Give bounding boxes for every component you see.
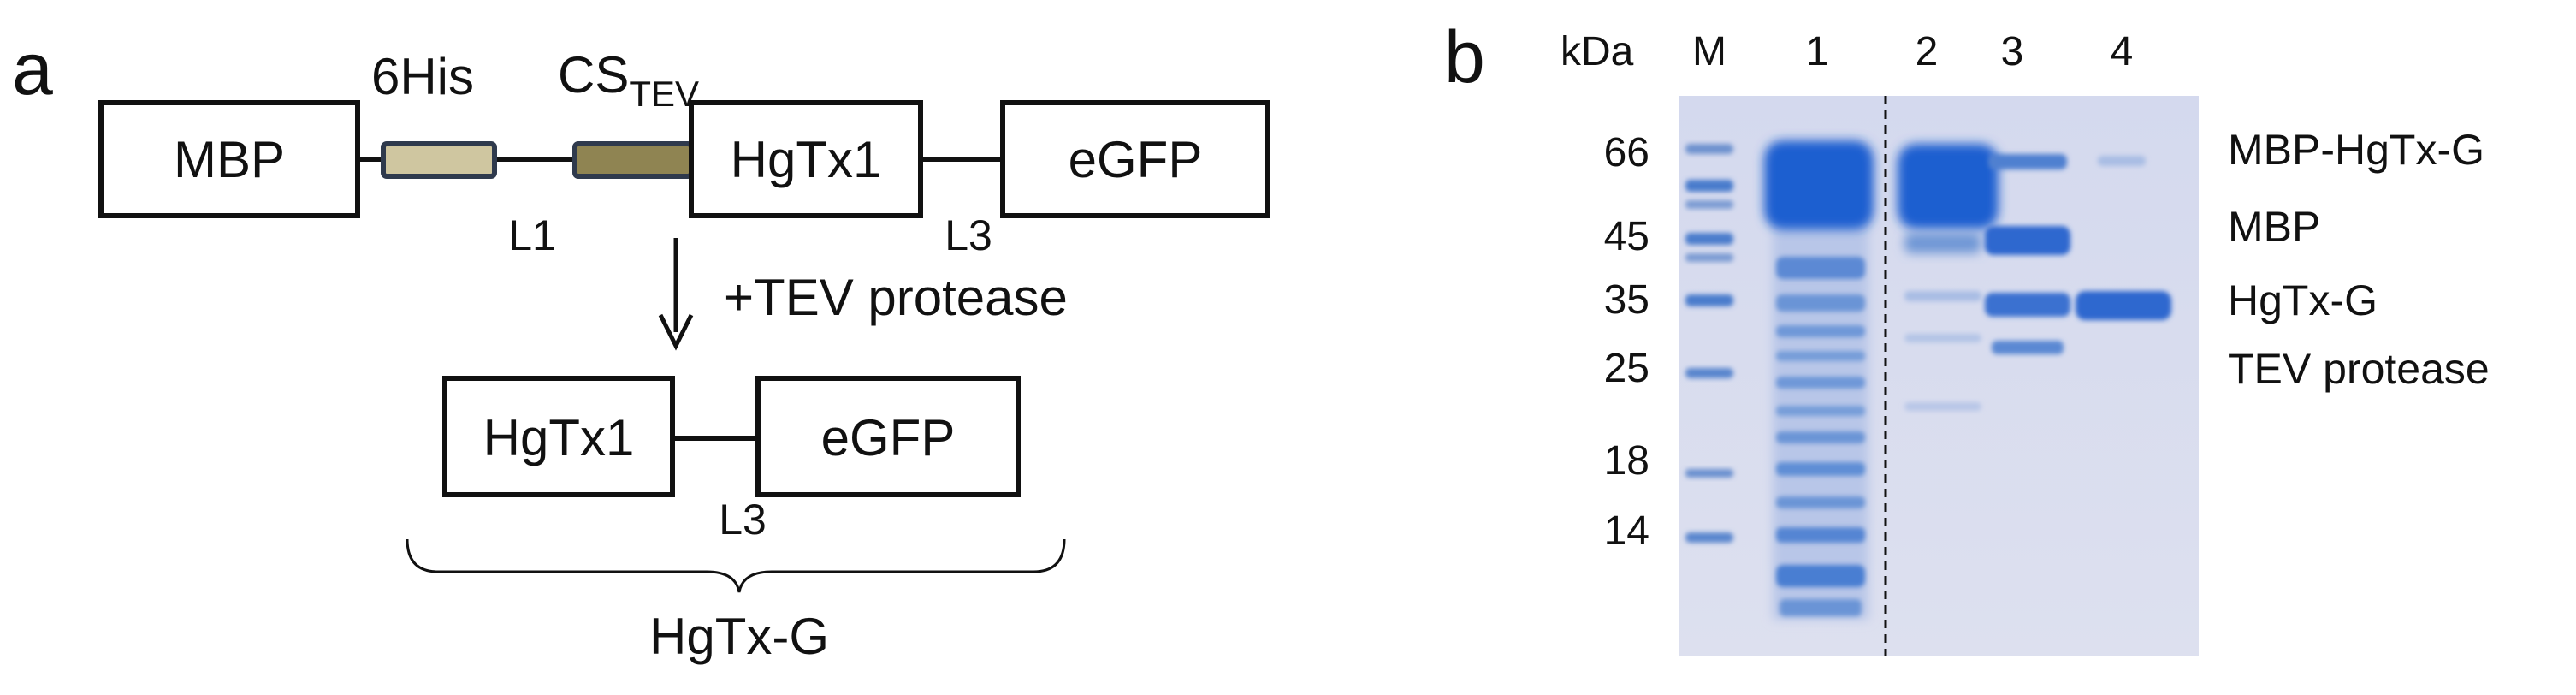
lane-3-band-hgtx-g [1985, 293, 2070, 317]
his-tag-box [381, 141, 497, 179]
lane-1-band [1776, 462, 1865, 476]
lane-label-m: M [1692, 29, 1726, 74]
lane-2-band [1904, 233, 1981, 253]
marker-band-45 [1685, 233, 1733, 245]
cs-main: CS [558, 46, 629, 104]
band-label-mbp: MBP [2228, 203, 2320, 251]
panel-a: a MBP 6His CSTEV HgTx1 eGFP L1 L3 +TEV p… [12, 28, 1270, 665]
lane-4-band-hgtx-g [2076, 291, 2171, 320]
lane-3 [1985, 154, 2070, 354]
lane-3-band-mbp [1985, 226, 2070, 255]
lane-4 [2076, 156, 2171, 320]
marker-label-25: 25 [1604, 346, 1649, 391]
lane-label-1: 1 [1806, 29, 1829, 74]
marker-band-18 [1685, 469, 1733, 478]
panel-b-letter: b [1444, 16, 1485, 98]
lane-2-faint-band [1904, 291, 1981, 301]
marker-band [1685, 144, 1733, 154]
mbp-box [98, 100, 360, 218]
lane-1-band [1776, 527, 1865, 543]
lane-1-band [1776, 325, 1865, 337]
lane-3-band-fusion [1988, 154, 2067, 169]
band-label-hgtx-g: HgTx-G [2228, 276, 2378, 324]
lane-2-faint-band [1904, 402, 1981, 411]
panel-a-letter: a [12, 28, 53, 110]
lane-2 [1898, 144, 1999, 411]
product-hgtx1-label: HgTx1 [483, 409, 635, 466]
linker-l1-label: L1 [508, 211, 556, 259]
marker-band [1685, 253, 1733, 262]
product-linker-l3-label: L3 [719, 496, 767, 544]
lane-3-band-tev [1992, 341, 2064, 354]
egfp-label: eGFP [1069, 131, 1203, 188]
hgtx1-label: HgTx1 [731, 131, 882, 188]
tev-protease-label: +TEV protease [724, 269, 1068, 326]
marker-label-18: 18 [1604, 438, 1649, 484]
marker-band [1685, 200, 1733, 209]
marker-band-35 [1685, 294, 1733, 306]
lane-4-faint-band [2098, 156, 2146, 166]
panel-b: b kDa M 1 2 3 4 [1444, 16, 2490, 656]
marker-label-66: 66 [1604, 130, 1649, 175]
arrow-head [658, 313, 694, 351]
egfp-box [1000, 100, 1270, 218]
band-label-tev-protease: TEV protease [2228, 345, 2490, 393]
cs-sub: TEV [629, 74, 699, 114]
lane-1-band [1776, 406, 1865, 416]
lane-1-band [1776, 377, 1865, 389]
lane-1 [1764, 140, 1874, 620]
kda-label: kDa [1560, 29, 1634, 74]
lane-2-faint-band [1904, 334, 1981, 342]
marker-label-35: 35 [1604, 277, 1649, 323]
lane-label-2: 2 [1916, 29, 1939, 74]
marker-label-45: 45 [1604, 214, 1649, 259]
marker-band-66 [1685, 180, 1733, 192]
marker-band-14 [1685, 532, 1733, 543]
tev-cleavage-site-box [572, 141, 694, 179]
lane-1-band [1776, 565, 1865, 587]
marker-band-25 [1685, 368, 1733, 378]
product-name-label: HgTx-G [649, 608, 829, 665]
lane-label-3: 3 [2001, 29, 2024, 74]
lane-1-band [1776, 257, 1865, 279]
band-label-mbp-hgtx-g: MBP-HgTx-G [2228, 126, 2484, 174]
hgtx1-box [689, 100, 923, 218]
product-hgtx1-box [442, 376, 675, 497]
mbp-label: MBP [174, 131, 285, 188]
lane-1-band [1776, 431, 1865, 443]
marker-lane [1685, 144, 1733, 543]
lane-1-band [1776, 351, 1865, 361]
product-egfp-box [755, 376, 1021, 497]
product-egfp-label: eGFP [821, 409, 956, 466]
lane-2-main-band [1898, 144, 1999, 229]
product-brace [406, 538, 1066, 593]
lane-1-main-band [1764, 140, 1874, 229]
marker-label-14: 14 [1604, 508, 1649, 554]
cs-tev-label: CSTEV [558, 46, 699, 114]
linker-l3-label: L3 [945, 211, 992, 259]
lane-1-band [1780, 599, 1862, 616]
lane-1-band [1776, 294, 1865, 312]
lane-1-band [1776, 496, 1865, 508]
his-tag-label: 6His [371, 48, 474, 105]
lane-label-4: 4 [2111, 29, 2134, 74]
